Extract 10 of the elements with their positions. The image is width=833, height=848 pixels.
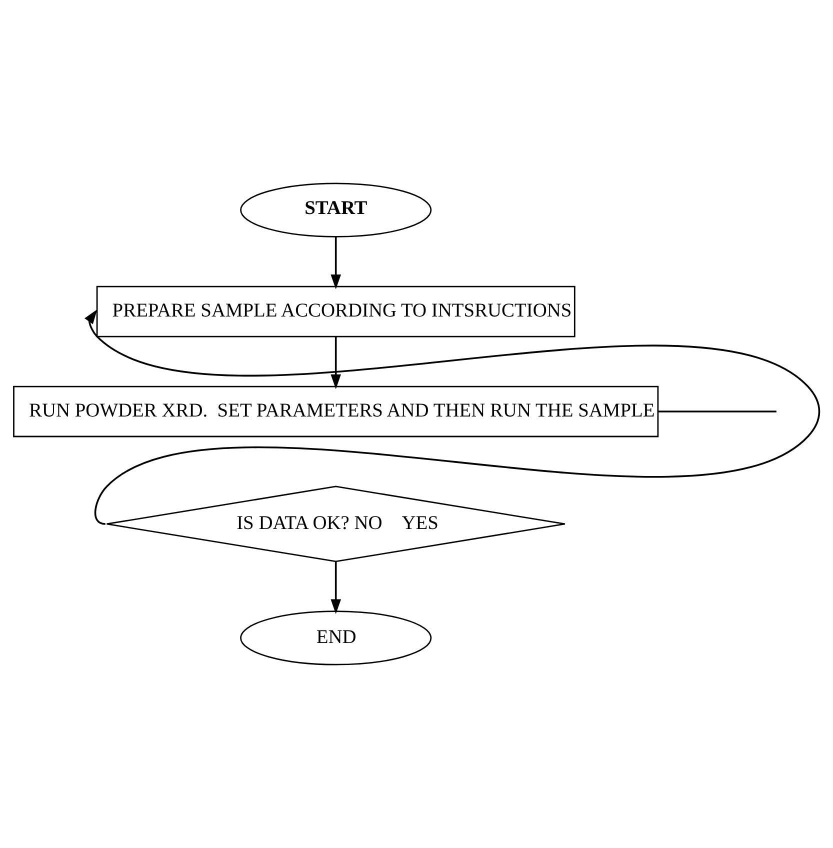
arrow (84, 309, 820, 525)
node-box: RUN POWDER XRD. SET PARAMETERS AND THEN RUN THE SAMPLE (13, 386, 659, 438)
node-ellipse: END (240, 610, 432, 666)
arrow (330, 236, 341, 290)
arrow (330, 336, 341, 390)
connector (658, 410, 776, 412)
node-box: PREPARE SAMPLE ACCORDING TO INTSRUCTIONS (96, 286, 576, 338)
node-diamond: IS DATA OK? NO YES (106, 486, 566, 562)
node-ellipse: START (240, 182, 432, 238)
arrow (330, 562, 341, 614)
